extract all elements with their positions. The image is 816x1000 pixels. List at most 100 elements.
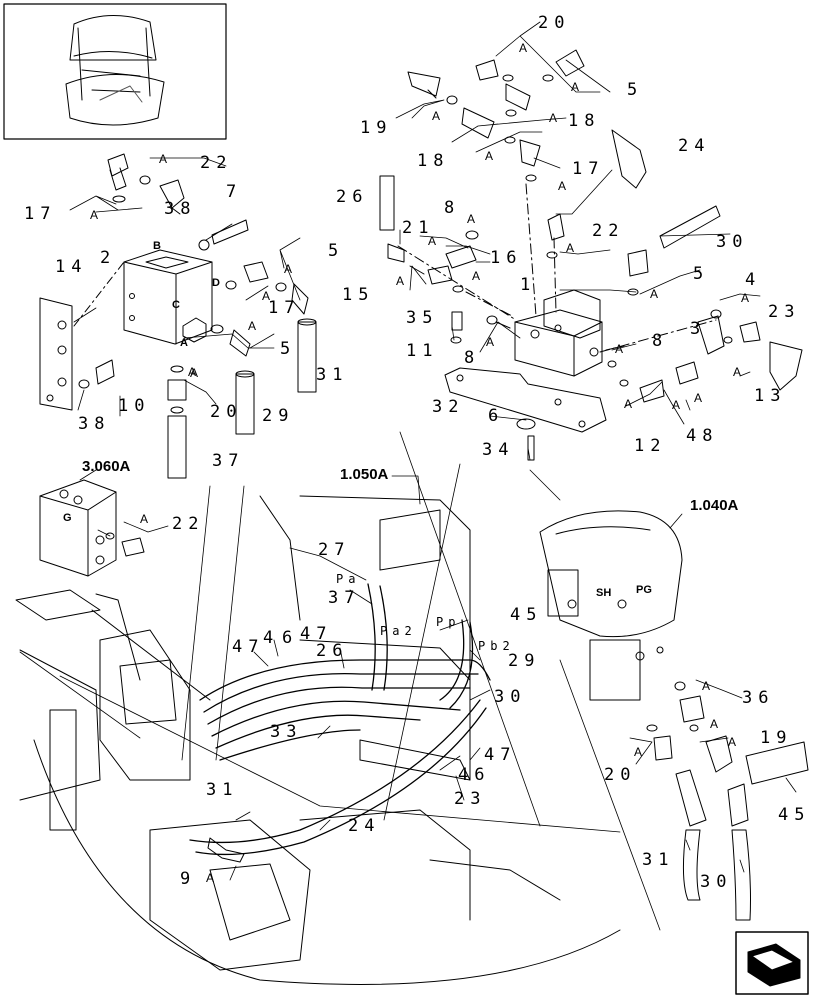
callout-23: 23 <box>768 302 801 322</box>
a-tag: A <box>549 111 558 125</box>
callout-8-b: 8 <box>464 348 481 368</box>
callout-22-c: 22 <box>172 514 205 534</box>
pilot-pa-label: Pa <box>336 572 361 586</box>
callout-20: 20 <box>538 13 571 33</box>
callout-6-b: 6 <box>282 628 299 648</box>
callout-47-c: 47 <box>484 745 517 765</box>
callout-6: 6 <box>488 406 505 426</box>
callout-7: 7 <box>226 182 243 202</box>
fittings-group-left <box>73 153 317 479</box>
a-tag: A <box>694 391 703 405</box>
callout-19-b: 19 <box>760 728 793 748</box>
callout-16: 16 <box>490 248 523 268</box>
callout-17-c: 17 <box>268 298 301 318</box>
callout-26-b: 26 <box>316 641 349 661</box>
machine-thumbnail <box>3 3 227 140</box>
port-b-label: B <box>153 240 161 252</box>
callout-47-b: 47 <box>300 624 333 644</box>
callout-24-b: 24 <box>348 816 381 836</box>
callout-27: 27 <box>318 540 351 560</box>
callout-48: 48 <box>686 426 719 446</box>
a-tag: A <box>248 319 257 333</box>
callout-17: 17 <box>572 159 605 179</box>
a-tag: A <box>159 152 168 166</box>
callout-8-c: 8 <box>652 331 669 351</box>
a-tag: A <box>741 291 750 305</box>
callout-36: 36 <box>742 688 775 708</box>
ref-3060a[interactable]: 3.060A <box>82 458 131 475</box>
a-tag: A <box>485 149 494 163</box>
callout-13: 13 <box>754 386 787 406</box>
callout-22: 22 <box>200 153 233 173</box>
callout-30-b: 30 <box>494 687 527 707</box>
swing-motor <box>539 510 683 701</box>
callout-18-b: 18 <box>417 151 450 171</box>
callout-30-c: 30 <box>700 872 733 892</box>
callout-46: 46 <box>458 765 491 785</box>
fittings-group-top-right <box>379 49 803 461</box>
ref-1040a[interactable]: 1.040A <box>690 497 739 514</box>
callout-11: 11 <box>406 341 439 361</box>
a-tag: A <box>624 397 633 411</box>
callout-22-b: 22 <box>592 221 625 241</box>
callout-3: 3 <box>690 319 707 339</box>
a-tag: A <box>206 871 215 885</box>
callout-20-c: 20 <box>604 765 637 785</box>
callout-30: 30 <box>716 232 749 252</box>
callout-47: 47 <box>232 637 265 657</box>
machine-frame <box>19 495 621 985</box>
callout-23-b: 23 <box>454 789 487 809</box>
callout-5-c: 5 <box>280 339 297 359</box>
port-a-label: A <box>180 337 188 349</box>
callout-12: 12 <box>634 436 667 456</box>
port-g-label: G <box>63 512 72 524</box>
pilot-pp-label: Pp <box>436 615 461 629</box>
callout-20-b: 20 <box>210 402 243 422</box>
center-lines <box>397 183 717 353</box>
callout-15: 15 <box>342 285 375 305</box>
callout-8: 8 <box>444 198 461 218</box>
ref-1050a[interactable]: 1.050A <box>340 466 389 483</box>
callout-45-b: 45 <box>778 805 811 825</box>
callout-19: 19 <box>360 118 393 138</box>
callout-31-c: 31 <box>642 850 675 870</box>
callout-5: 5 <box>627 80 644 100</box>
callout-18: 18 <box>568 111 601 131</box>
a-tag: A <box>571 80 580 94</box>
a-tag: A <box>728 735 737 749</box>
a-tag: A <box>432 109 441 123</box>
callout-37: 37 <box>212 451 245 471</box>
a-tag: A <box>428 234 437 248</box>
callout-9: 9 <box>180 869 197 889</box>
callout-29: 29 <box>262 406 295 426</box>
a-tag: A <box>566 241 575 255</box>
a-tag: A <box>558 179 567 193</box>
callout-10: 10 <box>118 396 151 416</box>
a-tag: A <box>140 512 149 526</box>
callout-5-d: 5 <box>693 264 710 284</box>
callout-37-b: 37 <box>328 588 361 608</box>
callout-35: 35 <box>406 308 439 328</box>
a-tag: A <box>650 287 659 301</box>
valve-block-2 <box>123 249 213 345</box>
a-tag: A <box>284 262 293 276</box>
callout-32: 32 <box>432 397 465 417</box>
callout-26: 26 <box>336 187 369 207</box>
navigate-back-button[interactable] <box>736 932 808 994</box>
callout-1: 1 <box>520 275 537 295</box>
callout-38: 38 <box>164 199 197 219</box>
a-tag: A <box>702 679 711 693</box>
callout-21: 21 <box>402 218 435 238</box>
callout-38-b: 38 <box>78 414 111 434</box>
a-tag: A <box>472 269 481 283</box>
nav-box <box>735 931 809 995</box>
callout-31-b: 31 <box>206 780 239 800</box>
port-pg-label: PG <box>636 584 652 596</box>
callout-33: 33 <box>270 722 303 742</box>
callout-4-b: 4 <box>263 628 280 648</box>
bracket-plate-14 <box>39 297 73 411</box>
callout-14: 14 <box>55 257 88 277</box>
a-tag: A <box>615 342 624 356</box>
callout-34: 34 <box>482 440 515 460</box>
